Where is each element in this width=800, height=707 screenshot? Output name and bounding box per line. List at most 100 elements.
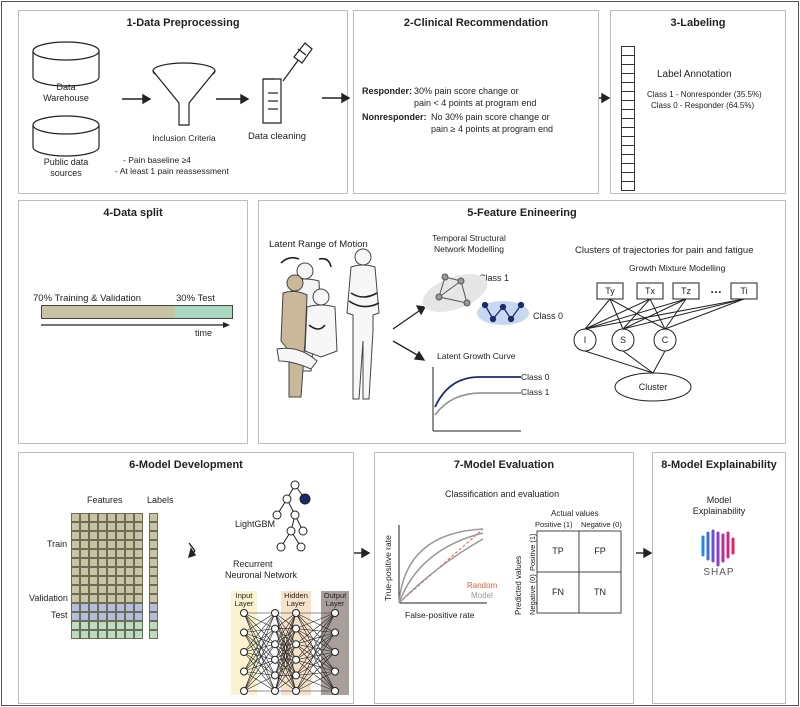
feature-cell: [71, 549, 80, 558]
feature-cell: [134, 531, 143, 540]
feature-cell: [125, 513, 134, 522]
label-cell: [149, 612, 158, 621]
nn-edge: [295, 632, 336, 645]
feature-cell: [125, 558, 134, 567]
actual-positive: Positive (1): [535, 520, 573, 529]
feature-cell: [80, 576, 89, 585]
input-layer-label-1: Input: [235, 591, 253, 600]
feature-cell: [89, 522, 98, 531]
tsnm-label-2: Network Modelling: [434, 244, 504, 254]
feature-cell: [71, 612, 80, 621]
feature-cell: [125, 594, 134, 603]
latent-i: I: [583, 335, 587, 345]
nonresponder-text-2: pain ≥ 4 points at program end: [431, 124, 554, 134]
feature-cell: [98, 594, 107, 603]
nn-edge: [243, 632, 276, 661]
nn-edge: [243, 612, 276, 672]
test-fill: [175, 306, 232, 318]
feature-cell: [71, 594, 80, 603]
nn-node: [271, 687, 279, 695]
feature-cell: [71, 531, 80, 540]
panel-model-evaluation: 7-Model Evaluation Classification and ev…: [374, 452, 634, 704]
cell-fp: FP: [594, 546, 606, 556]
lgc-label: Latent Growth Curve: [437, 351, 516, 361]
hidden-layer-label-2: Layer: [286, 599, 306, 608]
nn-edge: [243, 612, 276, 653]
label-cell: [149, 630, 158, 639]
feature-cell: [116, 603, 125, 612]
label-cell: [149, 522, 158, 531]
nn-edge: [243, 612, 276, 633]
indicator-ti: Ti: [740, 286, 748, 296]
gmm-diagram: [573, 282, 758, 402]
nn-edge: [274, 612, 297, 645]
feature-cell: [71, 540, 80, 549]
feature-cell: [107, 612, 116, 621]
panel-model-explainability: 8-Model Explainability Model Explainabil…: [652, 452, 786, 704]
nn-edge: [243, 628, 276, 653]
warehouse-label-1: Data: [56, 82, 76, 92]
feature-cell: [98, 522, 107, 531]
feature-cell: [80, 558, 89, 567]
feature-cell: [125, 603, 134, 612]
latent-growth-curve-plot: [432, 367, 521, 432]
nn-node: [240, 667, 248, 676]
panel-data-preprocessing: 1-Data Preprocessing Dat: [18, 10, 348, 194]
output-layer-label-2: Layer: [325, 599, 345, 608]
feature-cell: [71, 630, 80, 639]
feature-cell: [134, 594, 143, 603]
feature-cell: [89, 594, 98, 603]
explainability-text-2: Explainability: [692, 506, 746, 516]
nn-edge: [274, 628, 297, 692]
feature-cell: [89, 603, 98, 612]
predicted-values-label: Predicted values: [514, 555, 523, 615]
feature-cell: [107, 549, 116, 558]
output-layer-label-1: Output: [323, 591, 347, 600]
feature-cell: [107, 558, 116, 567]
labels-header: Labels: [147, 495, 174, 505]
roc-xlabel: False-positive rate: [405, 610, 475, 620]
nn-node: [292, 655, 300, 664]
feature-cell: [116, 513, 125, 522]
feature-cell: [89, 585, 98, 594]
feature-cell: [107, 621, 116, 630]
panel-title: 8-Model Explainability: [661, 459, 777, 471]
nn-edge: [243, 643, 276, 653]
roc-ylabel-text: True-positive rate: [383, 535, 393, 601]
feature-cell: [71, 513, 80, 522]
feature-cell: [107, 540, 116, 549]
nn-edge: [243, 671, 276, 692]
lightgbm-label: LightGBM: [235, 519, 276, 529]
feature-cell: [125, 630, 134, 639]
feature-cell: [89, 558, 98, 567]
nn-edge: [274, 612, 297, 629]
tsnm-class1: Class 1: [479, 273, 510, 283]
panel-title: 2-Clinical Recommendation: [403, 17, 549, 29]
nn-node: [240, 648, 248, 656]
roc-plot: [398, 525, 487, 604]
nn-edge: [295, 612, 336, 633]
label-annotation-title: Label Annotation: [657, 69, 732, 80]
label-cell: [149, 585, 158, 594]
nn-edge: [243, 651, 276, 676]
evaluation-subtitle: Classification and evaluation: [445, 489, 560, 499]
panel-data-split: 4-Data split 70% Training & Validation 3…: [18, 200, 248, 444]
nn-node: [292, 687, 300, 695]
nn-edge: [243, 651, 276, 692]
label-vector: [621, 46, 635, 191]
feature-cell: [125, 576, 134, 585]
nn-edge: [274, 612, 297, 692]
label-cell: [149, 513, 158, 522]
gmm-label: Growth Mixture Modelling: [629, 263, 726, 273]
feature-cell: [134, 603, 143, 612]
label-cell: [149, 594, 158, 603]
figure-front-icon: [276, 288, 338, 370]
random-legend: Random: [467, 581, 498, 590]
responder-text-1: 30% pain score change or: [414, 86, 519, 96]
nn-edge: [295, 651, 336, 676]
nn-edge: [295, 671, 336, 676]
tsnm-class0: Class 0: [533, 311, 564, 321]
indicator-ellipsis: …: [710, 282, 722, 296]
nn-edge: [274, 675, 297, 692]
nn-edge: [243, 632, 276, 692]
